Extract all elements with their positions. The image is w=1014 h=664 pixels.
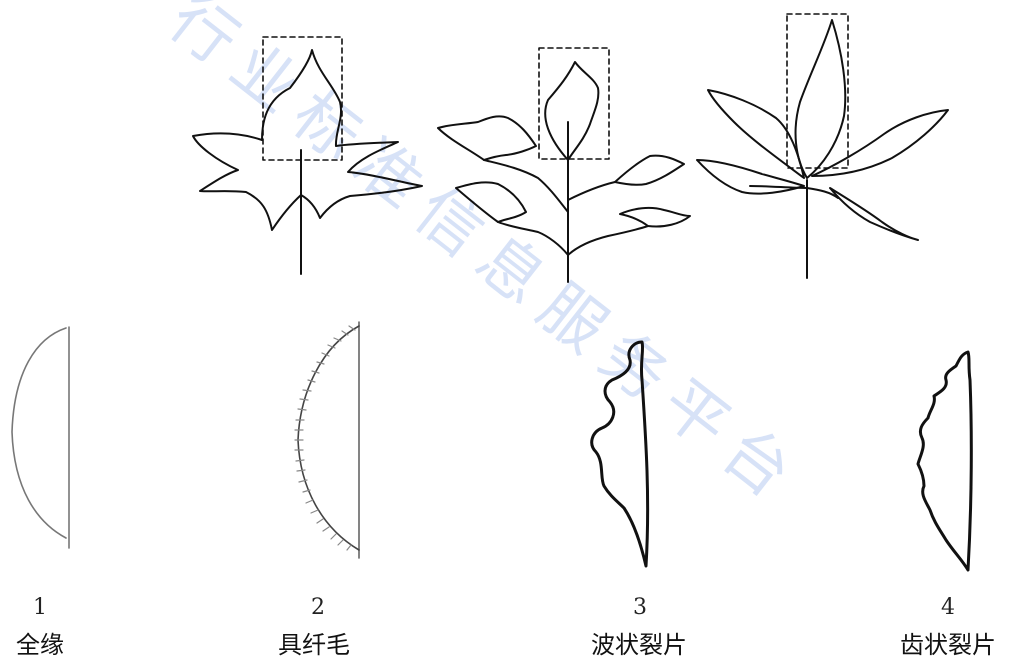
leaf-3-center-leaflet bbox=[794, 19, 847, 179]
leaf-2-left-leaflet-2 bbox=[455, 181, 527, 223]
leaf-2-right-leaflet-1 bbox=[614, 154, 685, 186]
item-1-number: 1 bbox=[33, 595, 47, 620]
leaf-3-compound bbox=[696, 13, 949, 279]
item-2-label: 具纤毛 bbox=[278, 631, 350, 659]
leaf-3-left-leaflet-1 bbox=[707, 89, 805, 179]
margin-ciliate bbox=[294, 321, 360, 559]
item-3-number: 3 bbox=[633, 595, 647, 620]
leaf-1-palmate bbox=[192, 36, 423, 275]
leaf-3-left-leaflet-2 bbox=[696, 159, 805, 195]
margin-toothed-edge bbox=[916, 350, 973, 572]
margin-entire bbox=[11, 326, 70, 549]
item-3-label: 波状裂片 bbox=[591, 631, 687, 659]
margin-ciliate-edge bbox=[297, 325, 360, 551]
margin-entire-edge bbox=[11, 327, 67, 539]
item-4-label: 齿状裂片 bbox=[900, 631, 996, 659]
leaf-1-outline bbox=[192, 49, 423, 231]
leaf-3-branches bbox=[749, 185, 839, 199]
leaf-2-pinnate bbox=[437, 47, 691, 283]
margin-wavy-lobed bbox=[590, 340, 650, 568]
leaf-3-right-leaflet-1 bbox=[811, 109, 949, 177]
leaf-3-highlight-box bbox=[786, 13, 849, 169]
leaf-2-rachis bbox=[483, 159, 649, 256]
leaf-3-right-leaflet-2 bbox=[829, 187, 919, 241]
leaf-2-highlight-box bbox=[538, 47, 610, 160]
leaf-2-left-leaflet-1 bbox=[437, 115, 537, 161]
margin-toothed-lobed bbox=[916, 350, 973, 572]
item-2-number: 2 bbox=[311, 595, 325, 620]
item-4-number: 4 bbox=[941, 595, 955, 620]
leaf-1-highlight-box bbox=[262, 36, 343, 161]
margin-wavy-edge bbox=[590, 340, 650, 568]
leaf-2-right-leaflet-2 bbox=[619, 206, 691, 228]
item-1-label: 全缘 bbox=[16, 631, 64, 659]
leaf-2-top-leaflet bbox=[544, 61, 600, 161]
margin-ciliate-hairs bbox=[294, 325, 356, 551]
